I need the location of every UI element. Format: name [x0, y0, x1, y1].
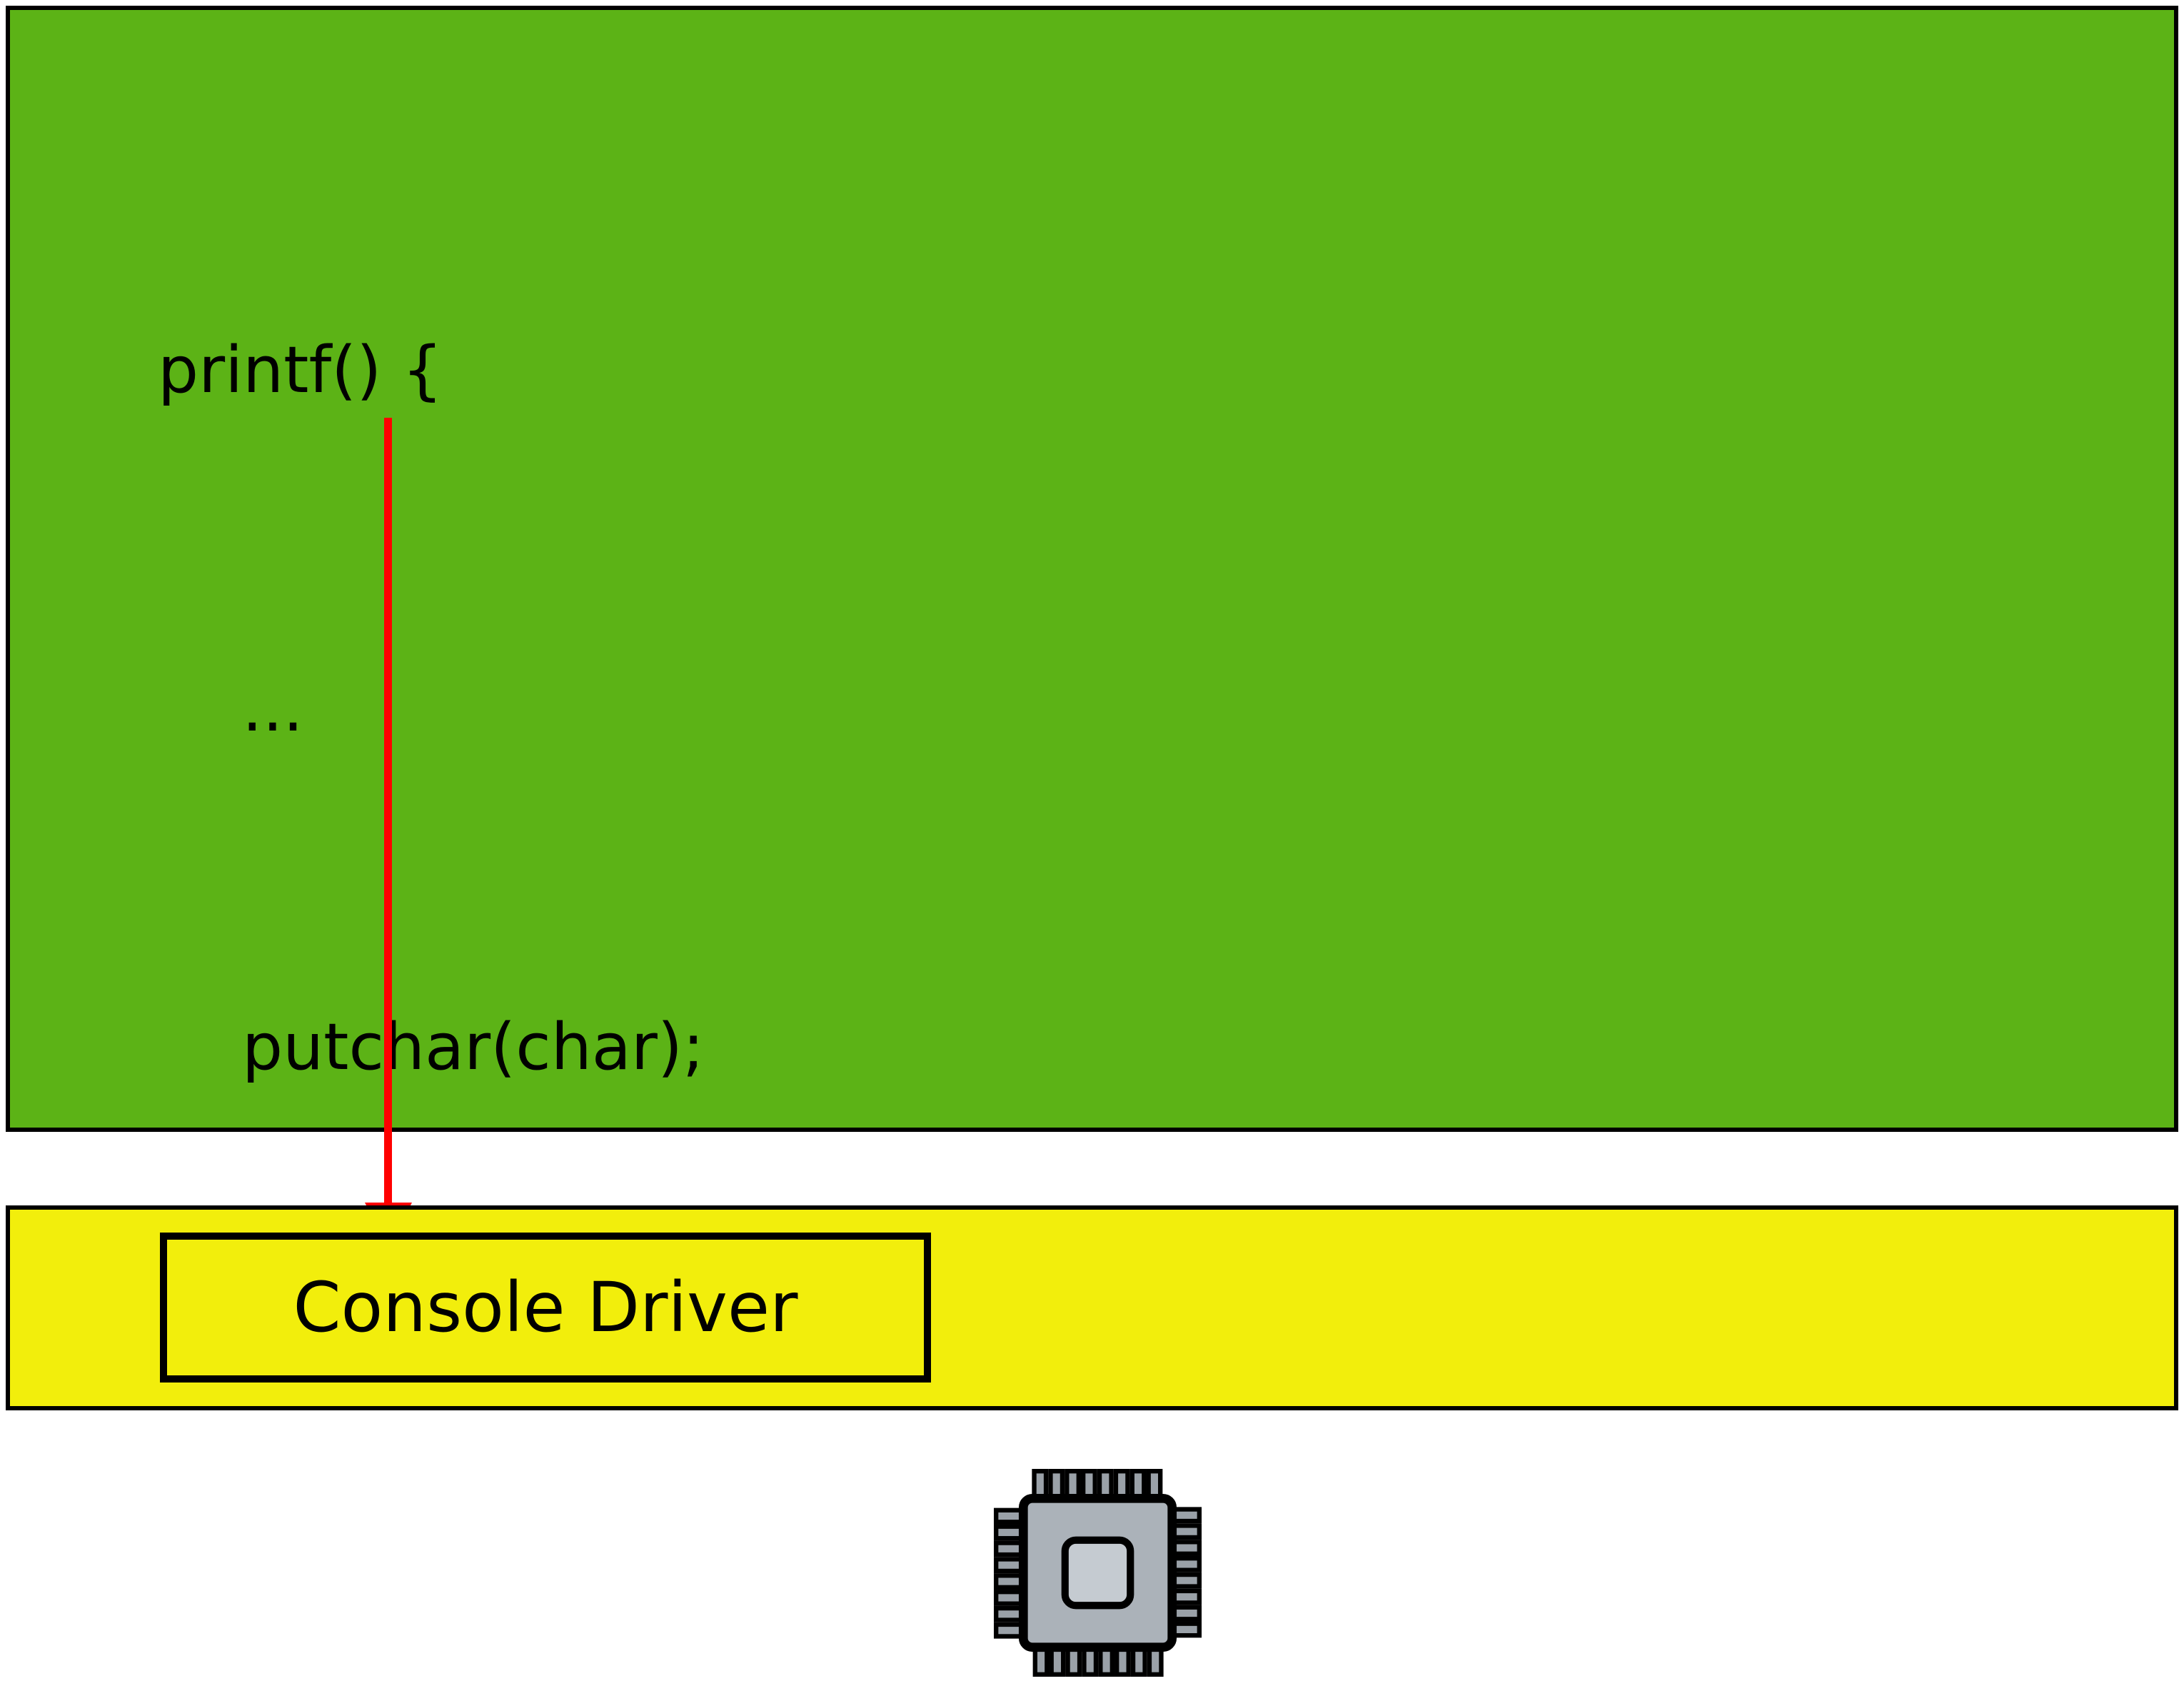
driver-layer-band: Console Driver	[6, 1205, 2178, 1410]
application-box: printf() { ... putchar(char); ... }	[6, 6, 2178, 1696]
call-arrow-line	[384, 418, 392, 1207]
code-line-closing-brace: }	[158, 1668, 704, 1696]
code-line-putchar: putchar(char);	[242, 1010, 705, 1085]
code-line-printf: printf() {	[158, 333, 443, 408]
code-snippet: printf() { ... putchar(char); ... }	[158, 89, 704, 1696]
console-driver-label: Console Driver	[293, 1268, 798, 1348]
code-line-ellipsis-1: ...	[242, 671, 303, 746]
cpu-chip-icon	[989, 1468, 1207, 1682]
console-driver-box: Console Driver	[160, 1233, 931, 1383]
